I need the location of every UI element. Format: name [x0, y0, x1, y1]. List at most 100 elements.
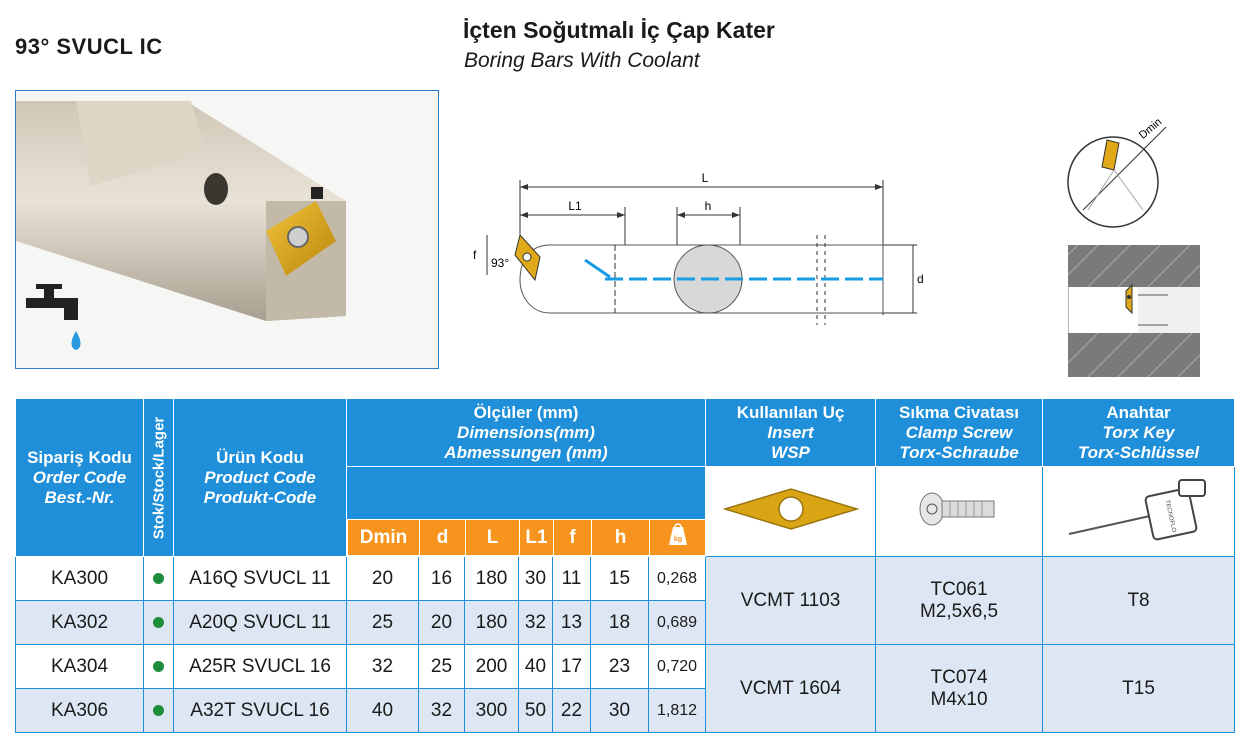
table-row: KA306 A32T SVUCL 16 40 32 300 50 22 30 1…: [15, 688, 1235, 733]
f-cell: 13: [552, 600, 591, 645]
technical-drawing: L L1 h f 93° d: [473, 171, 924, 325]
clamp-screw-cell: TC074 M4x10: [875, 644, 1044, 733]
stock-cell: [143, 600, 174, 645]
stock-cell: [143, 556, 174, 601]
f-cell: 11: [552, 556, 591, 601]
in-stock-dot-icon: [153, 704, 164, 716]
stock-tr: Stok: [150, 506, 167, 539]
dimensions-en: Dimensions(mm): [457, 422, 595, 442]
dmin-cell: 40: [346, 688, 419, 733]
dim-L-label: L: [702, 171, 709, 185]
torx-key-image: TECNOFLO: [1042, 466, 1236, 557]
specification-table: Sipariş Kodu Order Code Best.-Nr. Stok/S…: [15, 398, 1236, 733]
in-stock-dot-icon: [153, 660, 164, 672]
insert-cell: VCMT 1604: [705, 644, 877, 733]
dim-dmin-label: Dmin: [1137, 116, 1164, 142]
key-de: Torx-Schlüssel: [1077, 442, 1200, 462]
insert-de: WSP: [771, 442, 810, 462]
dim-f-label: f: [473, 248, 477, 262]
product-code-cell: A32T SVUCL 16: [173, 688, 347, 733]
d-cell: 20: [418, 600, 465, 645]
col-L: L: [465, 519, 520, 556]
clamp-tr: Sıkma Civatası: [899, 402, 1020, 422]
L1-cell: 50: [518, 688, 553, 733]
weight-cell: 1,812: [647, 688, 707, 733]
col-h: h: [591, 519, 650, 556]
h-cell: 18: [590, 600, 649, 645]
d-cell: 16: [418, 556, 465, 601]
key-en: Torx Key: [1102, 422, 1175, 442]
insert-header: Kullanılan Uç Insert WSP: [705, 398, 877, 467]
in-stock-dot-icon: [153, 572, 164, 584]
dmin-cell: 25: [346, 600, 419, 645]
order-code-cell: KA306: [15, 688, 144, 733]
L1-cell: 30: [518, 556, 553, 601]
col-f: f: [553, 519, 592, 556]
weight-cell: 0,689: [647, 600, 707, 645]
weight-icon: kg: [669, 522, 687, 545]
weight-cell: 0,268: [647, 556, 707, 601]
stock-cell: [143, 644, 174, 689]
torx-key-icon: TECNOFLO: [1068, 479, 1206, 541]
clamp-screw-cell: TC061 M2,5x6,5: [875, 556, 1044, 645]
torx-key-cell: T15: [1042, 644, 1236, 733]
dimensions-tr: Ölçüler (mm): [473, 402, 579, 422]
screw-icon: [919, 492, 995, 526]
insert-image: [705, 466, 877, 557]
product-code-cell: A25R SVUCL 16: [173, 644, 347, 689]
order-code-cell: KA300: [15, 556, 144, 601]
coolant-tap-icon: [26, 284, 81, 350]
weight-cell: 0,720: [647, 644, 707, 689]
d-cell: 32: [418, 688, 465, 733]
table-row: KA300 A16Q SVUCL 11 20 16 180 30 11 15 0…: [15, 556, 1236, 645]
dimensions-header: Ölçüler (mm) Dimensions(mm) Abmessungen …: [345, 398, 707, 467]
f-cell: 17: [552, 644, 591, 689]
dmin-cell: 32: [346, 644, 419, 689]
key-tr: Anahtar: [1106, 402, 1171, 422]
order-code-en: Order Code: [32, 467, 127, 487]
h-cell: 23: [590, 644, 649, 689]
dmin-diagram: Dmin: [1067, 116, 1167, 228]
dim-L1-label: L1: [568, 199, 582, 213]
clamp-de: Torx-Schraube: [899, 442, 1019, 462]
order-code-cell: KA304: [15, 644, 144, 689]
title-english: Boring Bars With Coolant: [464, 49, 700, 72]
table-row: KA302 A20Q SVUCL 11 25 20 180 32 13 18 0…: [15, 600, 1235, 645]
clamp-code: TC061: [930, 578, 988, 600]
L1-cell: 32: [518, 600, 553, 645]
boring-bar-image: [16, 91, 438, 368]
h-cell: 15: [590, 556, 649, 601]
order-code-de: Best.-Nr.: [44, 487, 115, 507]
product-code-tr: Ürün Kodu: [216, 447, 304, 467]
L-cell: 180: [464, 556, 519, 601]
clamp-screw-image: [875, 466, 1044, 557]
product-code-cell: A20Q SVUCL 11: [173, 600, 347, 645]
dim-angle-label: 93°: [491, 256, 509, 270]
stock-rest: /Stock/Lager: [150, 416, 167, 507]
in-stock-dot-icon: [153, 616, 164, 628]
col-dmin: Dmin: [347, 519, 420, 556]
clamp-size: M4x10: [930, 688, 988, 710]
order-code-tr: Sipariş Kodu: [27, 447, 132, 467]
d-cell: 25: [418, 644, 465, 689]
dimensions-de: Abmessungen (mm): [444, 442, 608, 462]
torx-key-header: Anahtar Torx Key Torx-Schlüssel: [1042, 398, 1236, 467]
clamp-en: Clamp Screw: [905, 422, 1013, 442]
title-turkish: İçten Soğutmalı İç Çap Kater: [463, 17, 775, 43]
L1-cell: 40: [518, 644, 553, 689]
section-diagram: [1068, 245, 1200, 377]
order-code-cell: KA302: [15, 600, 144, 645]
weight-icon-label: kg: [674, 536, 682, 543]
product-code-cell: A16Q SVUCL 11: [173, 556, 347, 601]
L-cell: 200: [464, 644, 519, 689]
f-cell: 22: [552, 688, 591, 733]
insert-icon: [721, 488, 860, 530]
product-family-code: 93° SVUCL IC: [15, 34, 163, 59]
L-cell: 300: [464, 688, 519, 733]
h-cell: 30: [590, 688, 649, 733]
dim-h-label: h: [705, 199, 712, 213]
order-code-header: Sipariş Kodu Order Code Best.-Nr.: [15, 398, 144, 557]
insert-tr: Kullanılan Uç: [736, 402, 845, 422]
product-code-header: Ürün Kodu Product Code Produkt-Code: [173, 398, 347, 557]
product-photo: [15, 90, 439, 369]
